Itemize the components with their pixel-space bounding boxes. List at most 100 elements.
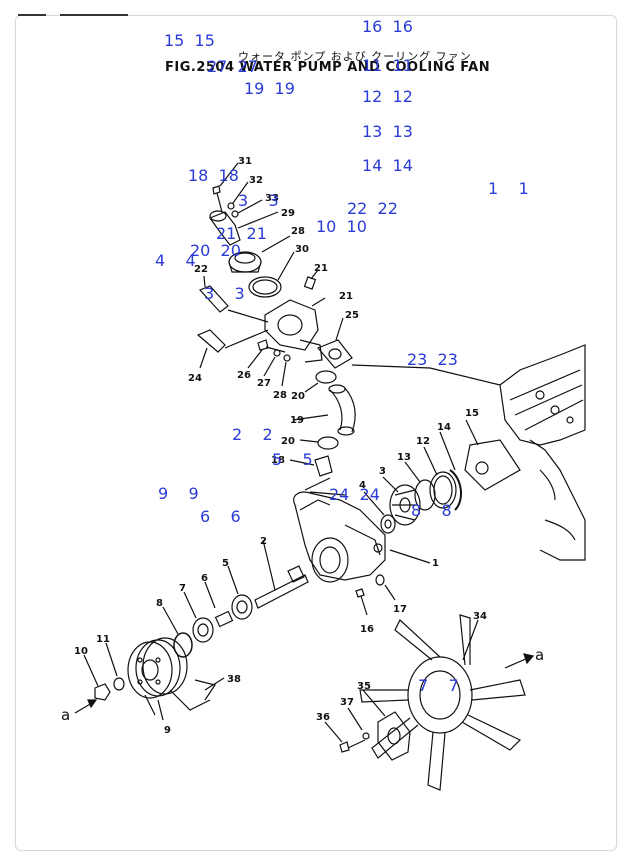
part-label-2: 2 xyxy=(260,536,267,547)
seal-31 xyxy=(248,276,282,298)
part-label-11: 11 xyxy=(96,634,110,645)
callout-15[interactable]: 15 15 xyxy=(164,31,215,50)
gasket-25 xyxy=(317,339,353,369)
part-label-36: 35 xyxy=(357,681,371,692)
connector-18 xyxy=(289,455,333,477)
engine-block-drawing xyxy=(499,344,586,561)
arrow-label-a-right: a xyxy=(535,646,544,664)
callout-18[interactable]: 18 18 xyxy=(188,166,239,185)
part-label-30: 29 xyxy=(281,208,295,219)
part-label-17: 17 xyxy=(393,604,407,615)
callout-11[interactable]: 11 11 xyxy=(362,56,413,75)
seal-4 xyxy=(380,514,396,534)
callout-4[interactable]: 4 4 xyxy=(155,251,196,270)
part-label-24: 24 xyxy=(188,373,202,384)
shaft-2 xyxy=(254,539,309,609)
snap-ring-8 xyxy=(173,632,193,658)
part-label-22: 21 xyxy=(314,263,328,274)
washer-11 xyxy=(113,677,125,691)
washer-17 xyxy=(375,574,385,586)
elbow-30 xyxy=(209,210,279,246)
washer-34 xyxy=(231,210,239,218)
part-label-6: 6 xyxy=(201,573,208,584)
part-label-3: 3 xyxy=(379,466,386,477)
callout-12[interactable]: 12 12 xyxy=(362,87,413,106)
spacer-6 xyxy=(214,610,234,628)
part-label-9: 9 xyxy=(164,725,171,736)
callout-13[interactable]: 13 13 xyxy=(362,122,413,141)
callout-9[interactable]: 9 9 xyxy=(158,484,199,503)
part-label-38: 37 xyxy=(340,697,354,708)
callout-3-mid[interactable]: 3 3 xyxy=(204,284,245,303)
part-label-8: 8 xyxy=(156,598,163,609)
part-label-12: 12 xyxy=(416,436,430,447)
callout-21[interactable]: 21 21 xyxy=(216,224,267,243)
sensor-23 xyxy=(198,275,229,313)
part-label-32: 31 xyxy=(238,156,252,167)
washer-33 xyxy=(227,202,235,210)
part-label-4: 4 xyxy=(359,480,366,491)
callout-3-top[interactable]: 3 3 xyxy=(238,191,279,210)
plug-22 xyxy=(303,276,317,290)
callout-2[interactable]: 2 2 xyxy=(232,425,273,444)
callout-19[interactable]: 19 19 xyxy=(244,79,295,98)
part-label-35: 34 xyxy=(473,611,487,622)
part-label-34: 33 xyxy=(265,193,279,204)
impeller-3 xyxy=(389,484,421,526)
part-label-25: 25 xyxy=(345,310,359,321)
washer-28 xyxy=(283,354,291,362)
part-label-10: 10 xyxy=(74,646,88,657)
part-label-37: 36 xyxy=(316,712,330,723)
part-label-23: 22 xyxy=(194,264,208,275)
arrow-label-a-left: a xyxy=(61,706,70,724)
spacer-36 xyxy=(362,689,411,761)
part-label-16: 16 xyxy=(360,624,374,635)
part-label-15: 15 xyxy=(465,408,479,419)
callout-6-left[interactable]: 6 6 xyxy=(200,507,241,526)
part-label-14: 14 xyxy=(437,422,451,433)
bolt-26 xyxy=(247,339,286,369)
callout-10[interactable]: 10 10 xyxy=(316,217,367,236)
hose-19 xyxy=(292,384,356,436)
callout-7[interactable]: 7 7 xyxy=(418,676,459,695)
callout-1[interactable]: 1 1 xyxy=(488,179,529,198)
gasket-15 xyxy=(464,439,521,491)
part-label-39: 38 xyxy=(227,674,241,685)
part-label-33: 32 xyxy=(249,175,263,186)
callout-20[interactable]: 20 20 xyxy=(190,241,241,260)
part-label-5: 5 xyxy=(222,558,229,569)
hose-clamp-20 xyxy=(315,370,337,384)
callout-14[interactable]: 14 14 xyxy=(362,156,413,175)
sensor-24 xyxy=(196,329,226,369)
callout-5[interactable]: 5 5 xyxy=(272,450,313,469)
part-label-21-housing: 21 xyxy=(339,291,353,302)
callout-23[interactable]: 23 23 xyxy=(407,350,458,369)
part-label-29: 28 xyxy=(291,226,305,237)
callout-22[interactable]: 22 22 xyxy=(347,199,398,218)
part-number-labels: 31 32 33 29 28 30 21 22 22 21 25 24 26 2… xyxy=(61,156,544,736)
part-label-28: 28 xyxy=(273,390,287,401)
callout-8[interactable]: 8 8 xyxy=(411,501,452,520)
part-label-31: 30 xyxy=(295,244,309,255)
bolt-37 xyxy=(324,721,366,753)
part-label-20a: 20 xyxy=(291,391,305,402)
seal-12 xyxy=(429,471,457,509)
bolt-32 xyxy=(212,162,239,213)
thermostat-29 xyxy=(228,251,262,273)
part-label-13: 13 xyxy=(397,452,411,463)
part-label-27: 27 xyxy=(257,378,271,389)
callout-16[interactable]: 16 16 xyxy=(362,17,413,36)
diagram-card xyxy=(15,15,617,851)
part-label-26: 26 xyxy=(237,370,251,381)
seal-13 xyxy=(414,479,436,511)
nut-10 xyxy=(94,683,111,701)
part-label-1: 1 xyxy=(432,558,439,569)
part-label-7: 7 xyxy=(179,583,186,594)
cooling-fan-35 xyxy=(359,614,526,791)
bearing-5 xyxy=(231,594,253,620)
diagram-title-japanese: ウォータ ポンプ および クーリング ファン xyxy=(238,50,472,63)
callout-27[interactable]: 27 27 xyxy=(207,57,258,76)
callout-24[interactable]: 24 24 xyxy=(329,485,380,504)
part-label-20b: 20 xyxy=(281,436,295,447)
